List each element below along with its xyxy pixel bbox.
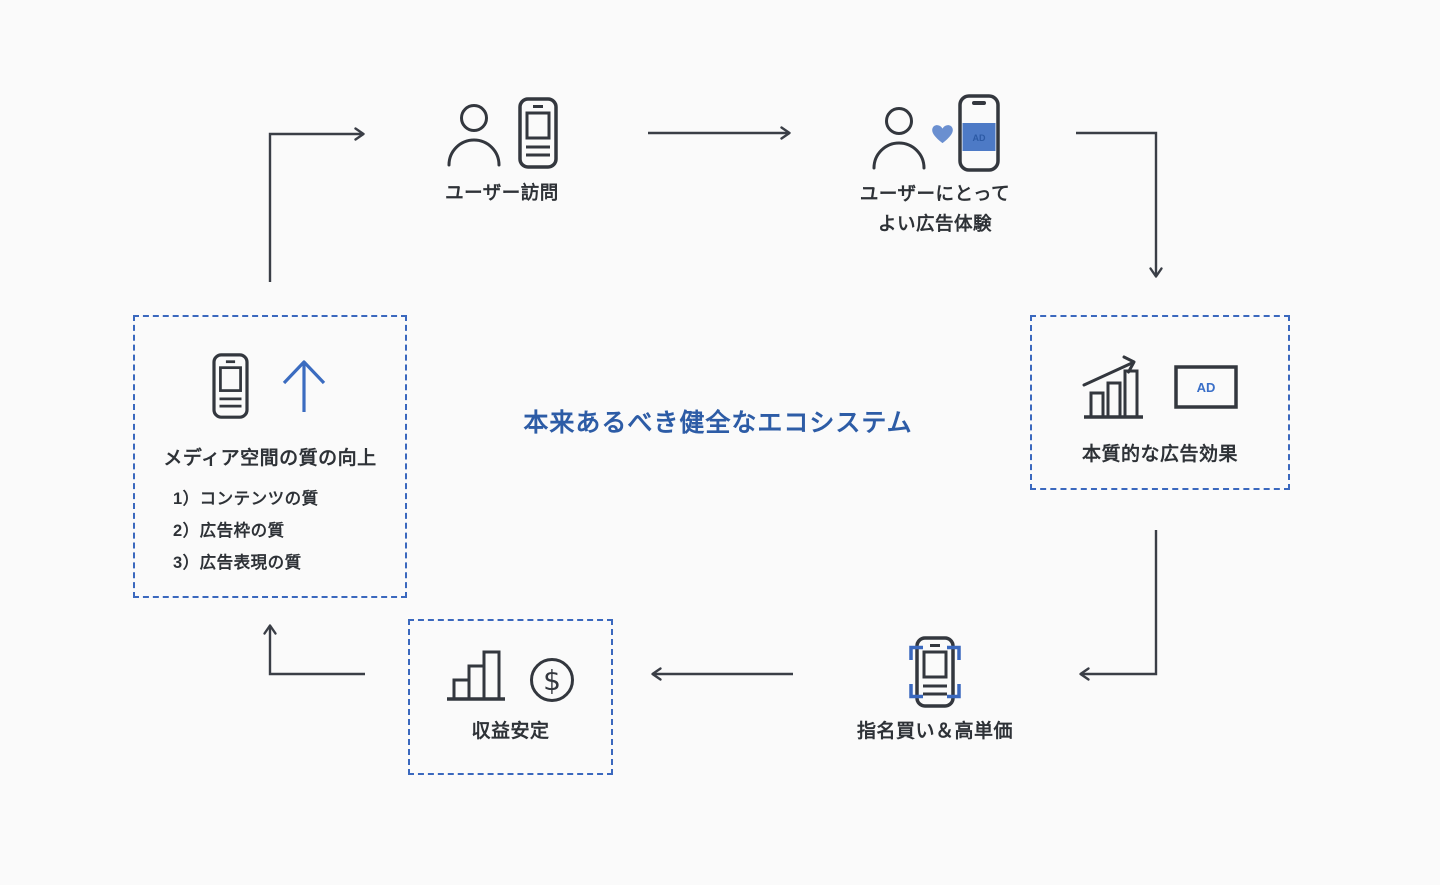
media-quality-item-1: 1）コンテンツの質 — [173, 490, 319, 508]
phone-icon — [518, 97, 558, 169]
media-quality-item-3: 3）広告表現の質 — [173, 554, 302, 572]
phone-ad-text: AD — [972, 133, 985, 143]
person-icon — [447, 104, 501, 167]
dollar-circle-icon: $ — [529, 658, 574, 702]
box-essential-ad-effect: AD 本質的な広告効果 — [1030, 315, 1290, 490]
media-quality-list: 1）コンテンツの質 2）広告枠の質 3）広告表現の質 — [135, 483, 405, 579]
dollar-symbol: $ — [543, 664, 561, 697]
revenue-icons: $ — [446, 647, 575, 703]
phone-icon — [211, 353, 249, 419]
up-arrow-icon — [282, 360, 325, 412]
buying-icons — [909, 636, 961, 708]
node-good-ad-experience: AD ユーザーにとって よい広告体験 — [835, 94, 1035, 238]
ad-frame-icon: AD — [1174, 365, 1238, 409]
arrow-media-to-uservisit — [268, 127, 365, 282]
center-title: 本来あるべき健全なエコシステム — [523, 409, 913, 437]
good-ad-label: ユーザーにとって よい広告体験 — [860, 179, 1010, 238]
person-icon — [872, 107, 925, 170]
arrow-goodad-to-effect — [1076, 131, 1163, 278]
user-visit-icons — [446, 97, 558, 169]
essential-label: 本質的な広告効果 — [1081, 444, 1238, 465]
good-ad-label-line2: よい広告体験 — [877, 212, 992, 234]
arrow-effect-to-buying — [1079, 530, 1158, 681]
box-media-quality: メディア空間の質の向上 1）コンテンツの質 2）広告枠の質 3）広告表現の質 — [133, 315, 407, 598]
growth-chart-icon — [1082, 355, 1143, 419]
node-designated-buying: 指名買い＆高単価 — [835, 636, 1035, 747]
good-ad-icons: AD — [871, 94, 1000, 172]
essential-icons: AD — [1082, 351, 1238, 423]
arrow-revenue-to-media — [263, 624, 365, 676]
heart-icon-wrap — [931, 124, 954, 145]
bar-chart-icon — [446, 650, 505, 701]
phone-select-icon — [909, 636, 961, 708]
media-icons — [211, 353, 329, 419]
user-visit-label: ユーザー訪問 — [445, 182, 559, 203]
phone-ad-icon: AD — [957, 94, 1000, 172]
revenue-label: 収益安定 — [471, 721, 550, 742]
buying-label: 指名買い＆高単価 — [856, 721, 1013, 742]
node-user-visit: ユーザー訪問 — [402, 97, 602, 208]
media-quality-title: メディア空間の質の向上 — [163, 448, 377, 469]
good-ad-label-line1: ユーザーにとって — [859, 183, 1011, 204]
ad-frame-text: AD — [1197, 380, 1216, 395]
heart-icon — [931, 125, 953, 144]
box-stable-revenue: $ 収益安定 — [408, 619, 613, 775]
media-quality-item-2: 2）広告枠の質 — [173, 522, 285, 540]
